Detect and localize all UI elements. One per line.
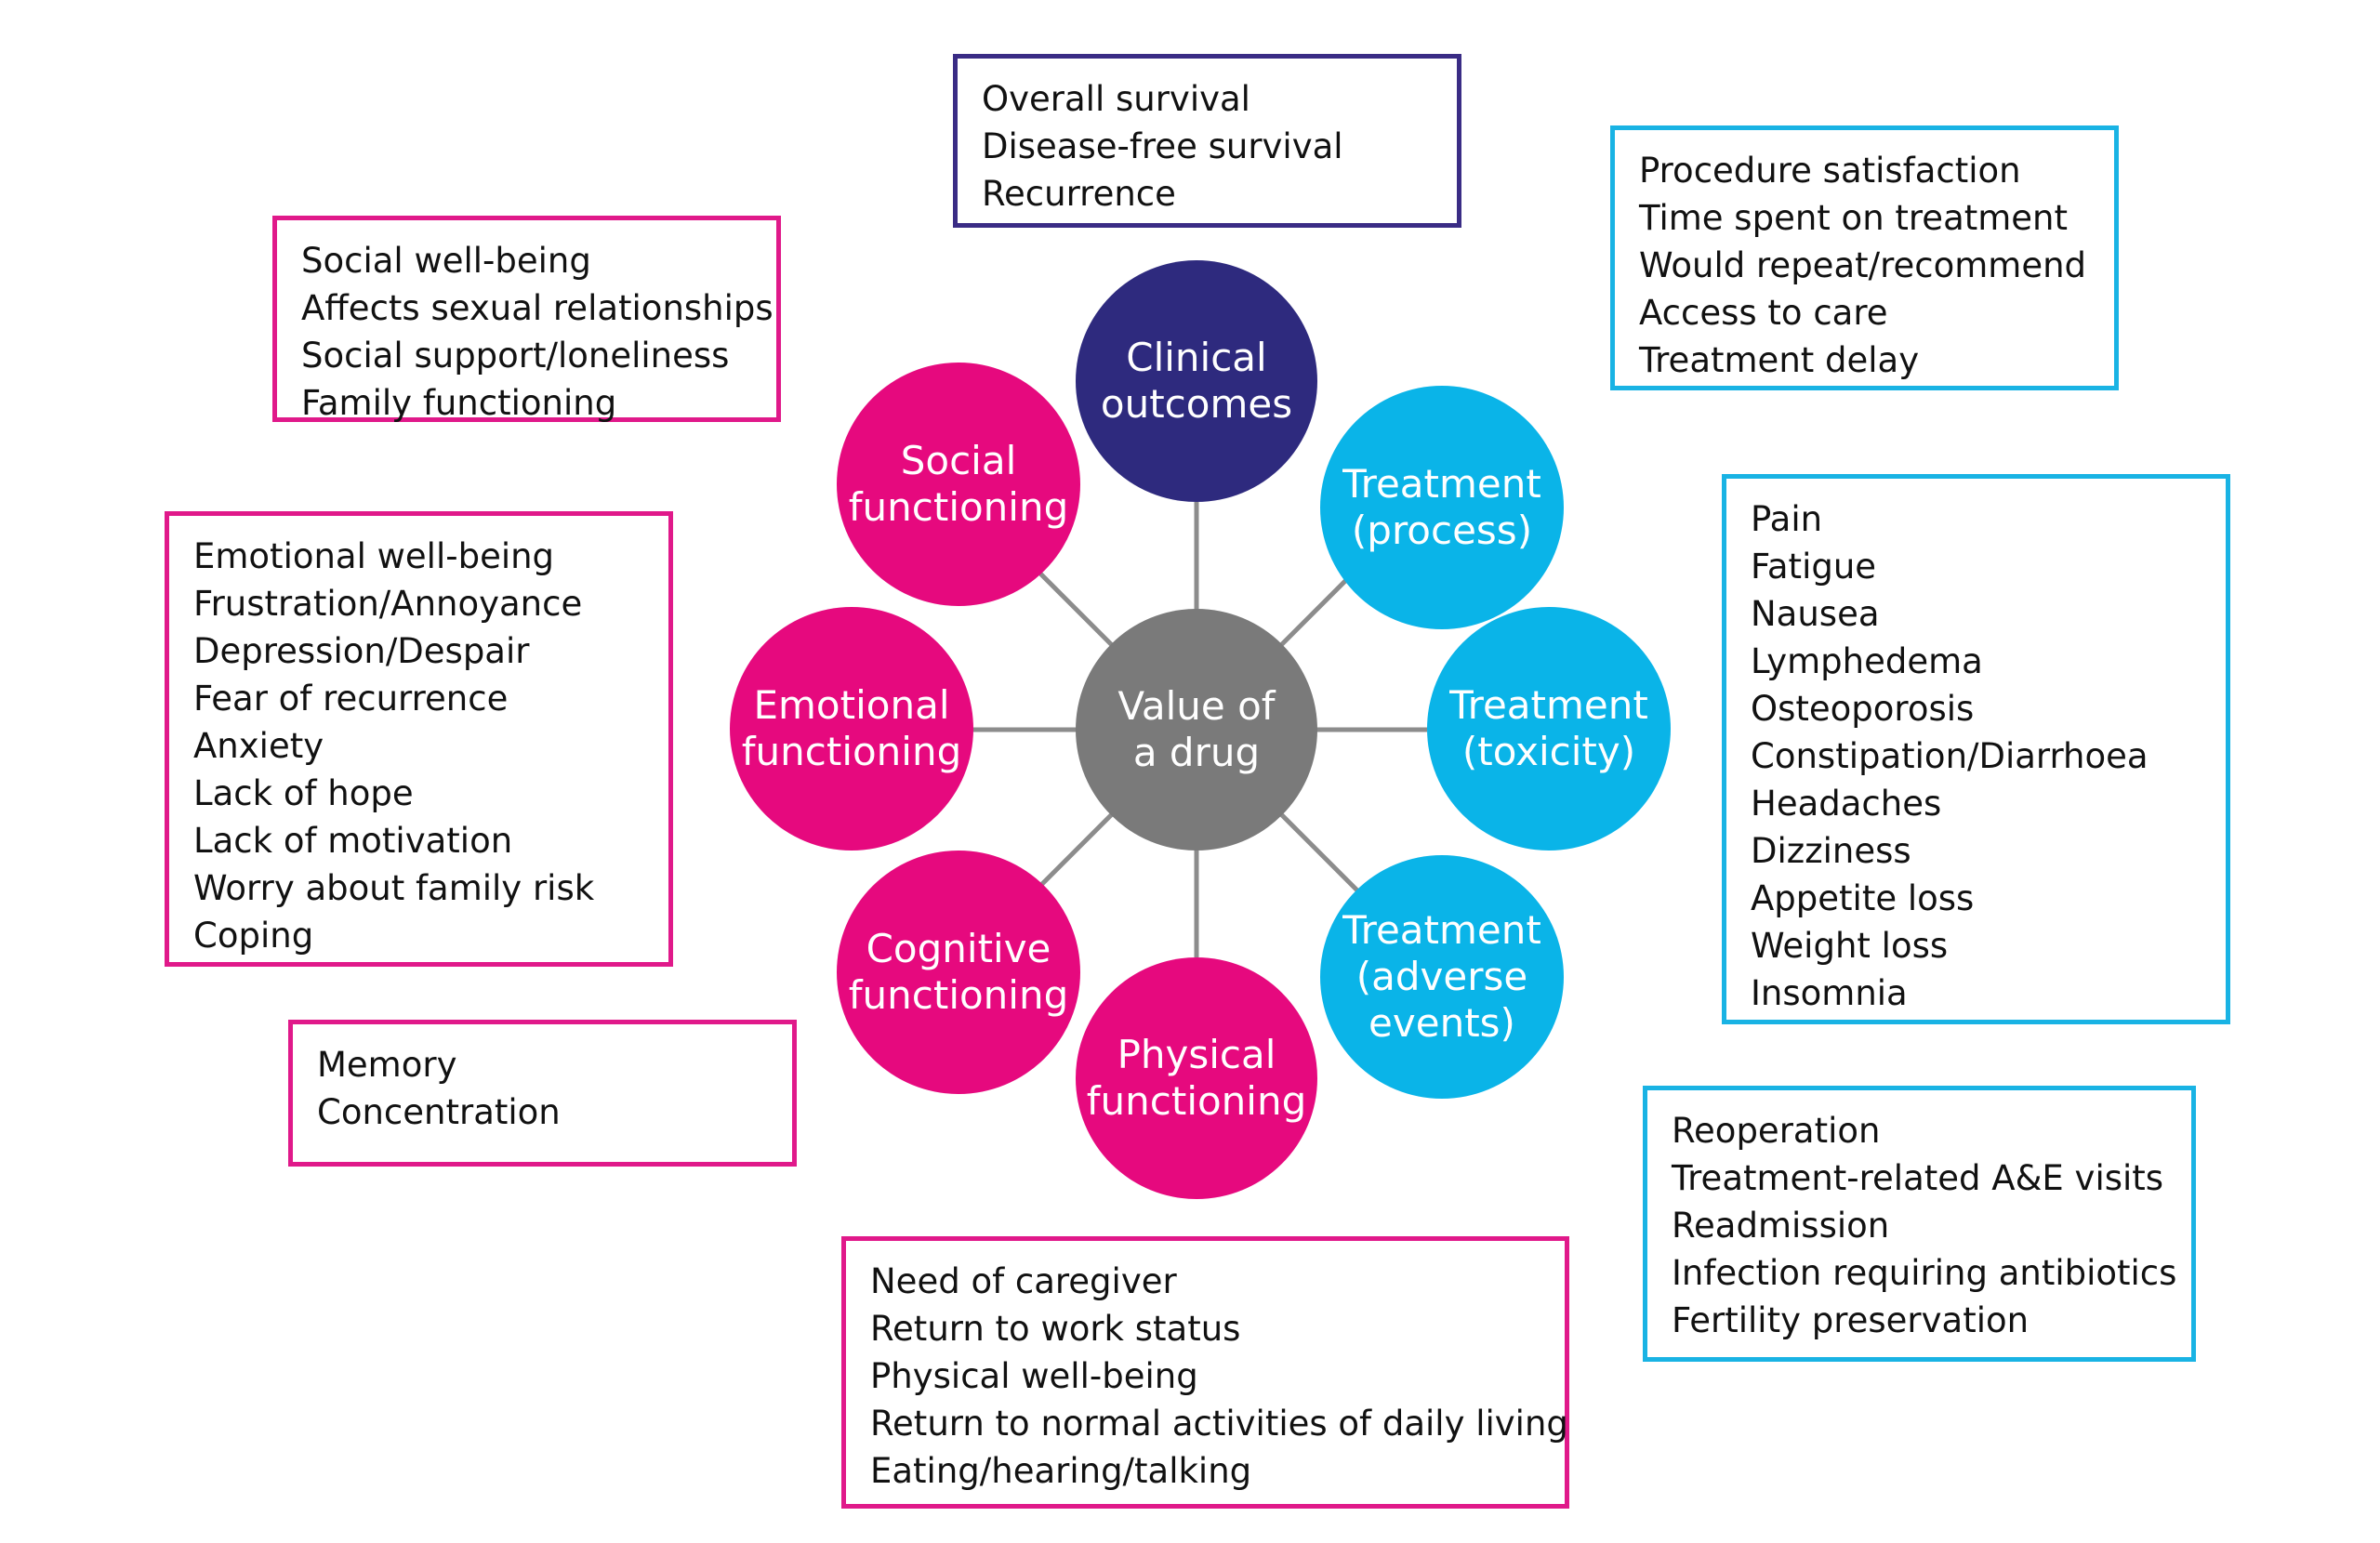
list-item: Treatment delay [1639, 340, 1920, 380]
node-treatment-toxicity: Treatment (toxicity) [1427, 607, 1671, 851]
node-treatment-process-label: Treatment (process) [1342, 461, 1541, 553]
list-item: Worry about family risk [193, 868, 595, 908]
list-item: Pain [1751, 499, 1823, 539]
list-item: Overall survival [982, 79, 1250, 119]
list-item: Fear of recurrence [193, 679, 509, 719]
list-item: Lack of motivation [193, 821, 513, 861]
node-treatment-process: Treatment (process) [1320, 386, 1564, 629]
list-item: Reoperation [1672, 1111, 1881, 1151]
node-value-of-drug-label: Value of a drug [1117, 683, 1276, 775]
list-item: Social well-being [301, 241, 591, 281]
node-social-functioning-label: Social functioning [848, 438, 1069, 530]
list-item: Lymphedema [1751, 641, 1983, 681]
list-item: Affects sexual relationships [301, 288, 774, 328]
list-item: Memory [317, 1045, 457, 1085]
list-item: Lack of hope [193, 773, 414, 813]
list-item: Anxiety [193, 726, 324, 766]
node-emotional-functioning-label: Emotional functioning [741, 682, 962, 774]
node-treatment-adverse-events: Treatment (adverse events) [1320, 855, 1564, 1099]
list-item: Time spent on treatment [1639, 198, 2069, 238]
list-item: Weight loss [1751, 926, 1949, 966]
node-cognitive-functioning: Cognitive functioning [837, 851, 1080, 1094]
list-item: Osteoporosis [1751, 689, 1975, 729]
list-item: Access to care [1639, 293, 1888, 333]
list-item: Appetite loss [1751, 878, 1975, 918]
list-item: Emotional well-being [193, 536, 555, 576]
list-item: Readmission [1672, 1206, 1890, 1246]
list-item: Nausea [1751, 594, 1880, 634]
node-treatment-adverse-events-label: Treatment (adverse events) [1342, 907, 1541, 1046]
node-treatment-toxicity-label: Treatment (toxicity) [1449, 682, 1648, 774]
node-physical-functioning: Physical functioning [1076, 957, 1317, 1199]
list-item: Concentration [317, 1092, 561, 1132]
list-item: Family functioning [301, 383, 617, 423]
list-item: Fatigue [1751, 547, 1877, 587]
list-item: Return to work status [870, 1309, 1241, 1349]
node-physical-functioning-label: Physical functioning [1086, 1032, 1307, 1124]
list-item: Return to normal activities of daily liv… [870, 1404, 1568, 1444]
node-clinical-outcomes-label: Clinical outcomes [1100, 335, 1293, 427]
list-item: Dizziness [1751, 831, 1911, 871]
list-item: Headaches [1751, 784, 1942, 824]
list-item: Disease-free survival [982, 126, 1343, 166]
list-item: Physical well-being [870, 1356, 1198, 1396]
node-clinical-outcomes: Clinical outcomes [1076, 260, 1317, 502]
list-item: Social support/loneliness [301, 336, 730, 376]
list-item: Eating/hearing/talking [870, 1451, 1252, 1491]
list-item: Fertility preservation [1672, 1300, 2030, 1340]
node-social-functioning: Social functioning [837, 363, 1080, 606]
node-cognitive-functioning-label: Cognitive functioning [848, 926, 1069, 1018]
list-item: Recurrence [982, 174, 1176, 214]
list-item: Depression/Despair [193, 631, 530, 671]
list-item: Insomnia [1751, 973, 1908, 1013]
list-item: Treatment-related A&E visits [1672, 1158, 2164, 1198]
list-item: Frustration/Annoyance [193, 584, 583, 624]
list-item: Coping [193, 916, 314, 956]
list-item: Need of caregiver [870, 1261, 1177, 1301]
node-emotional-functioning: Emotional functioning [730, 607, 973, 851]
list-item: Infection requiring antibiotics [1672, 1253, 2177, 1293]
list-item: Would repeat/recommend [1639, 245, 2087, 285]
node-value-of-drug: Value of a drug [1076, 609, 1317, 851]
list-item: Constipation/Diarrhoea [1751, 736, 2149, 776]
list-item: Procedure satisfaction [1639, 151, 2021, 191]
